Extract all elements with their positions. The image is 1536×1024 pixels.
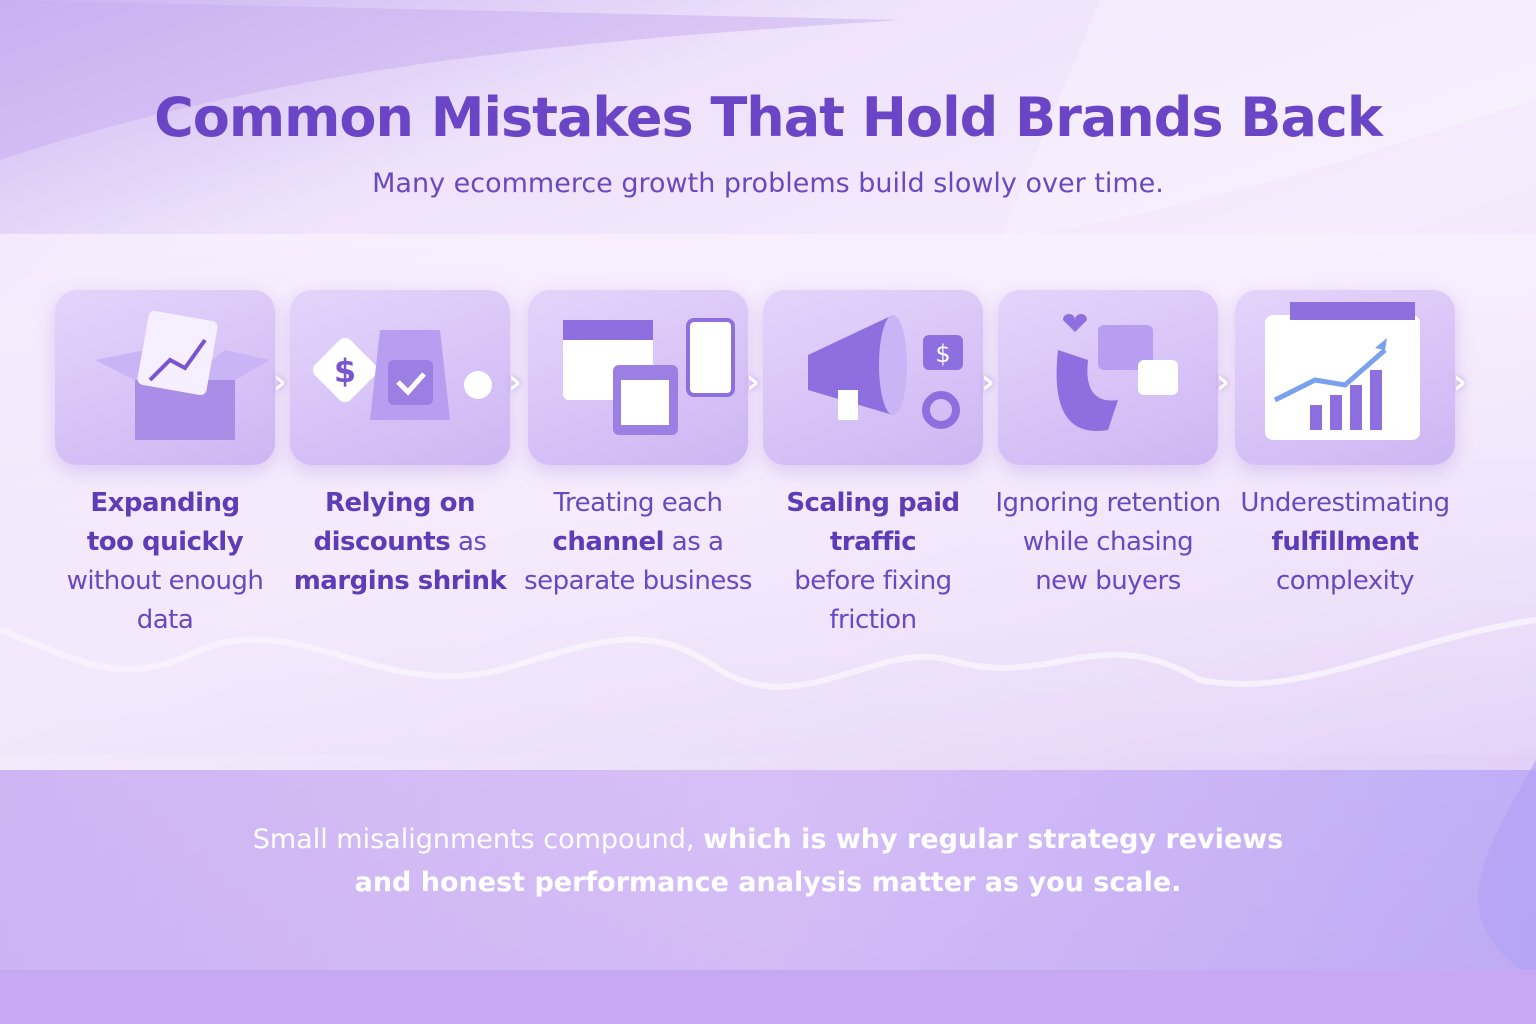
step-label: Relying on discounts as margins shrink xyxy=(275,484,525,601)
step-label-line: Ignoring retention xyxy=(983,484,1233,523)
step-label-line: friction xyxy=(748,601,998,640)
step-label-line: separate business xyxy=(513,562,763,601)
chevron-right-icon: › xyxy=(508,362,523,402)
label-segment: Scaling paid xyxy=(786,488,960,518)
step-label-line: while chasing xyxy=(983,523,1233,562)
label-segment: Treating each xyxy=(553,488,723,518)
step-label-line: too quickly xyxy=(40,523,290,562)
label-segment: traffic xyxy=(829,527,917,557)
discount-tag-shirt-icon: $ xyxy=(312,330,492,420)
open-box-icon xyxy=(95,310,270,440)
step-label: Ignoring retention while chasing new buyer… xyxy=(983,484,1233,601)
bottom-strip xyxy=(0,970,1536,1024)
step-card xyxy=(528,290,748,465)
step-label-line: fulfillment xyxy=(1220,523,1470,562)
chevron-right-icon: › xyxy=(1453,362,1468,402)
page-title: Common Mistakes That Hold Brands Back xyxy=(154,86,1383,149)
label-segment: Ignoring retention xyxy=(995,488,1221,518)
multichannel-store-icon xyxy=(563,318,735,435)
label-segment: separate business xyxy=(524,566,752,596)
label-segment: discounts xyxy=(313,527,451,557)
label-segment: channel xyxy=(552,527,665,557)
label-segment: margins shrink xyxy=(293,566,507,596)
svg-text:$: $ xyxy=(334,352,356,390)
step-card xyxy=(1235,290,1455,465)
label-segment: as a xyxy=(664,527,724,557)
step-label-line: Treating each xyxy=(513,484,763,523)
footer-text-line2: and honest performance analysis matter a… xyxy=(354,867,1182,898)
step-label-line: new buyers xyxy=(983,562,1233,601)
label-segment: friction xyxy=(829,605,917,635)
step-label-line: channel as a xyxy=(513,523,763,562)
chevron-right-icon: › xyxy=(981,362,996,402)
step-label-line: without enough xyxy=(40,562,290,601)
svg-text:$: $ xyxy=(935,340,950,368)
footer-text-part2: which is why regular strategy reviews xyxy=(703,824,1284,855)
step-label: Treating each channel as a separate busine… xyxy=(513,484,763,601)
label-segment: as xyxy=(450,527,487,557)
label-segment: fulfillment xyxy=(1271,527,1419,557)
label-segment: complexity xyxy=(1276,566,1415,596)
step-label-line: Expanding xyxy=(40,484,290,523)
step-label: Expanding too quickly without enough data xyxy=(40,484,290,640)
label-segment: while chasing xyxy=(1022,527,1194,557)
step-label: Scaling paid traffic before fixing friction xyxy=(748,484,998,640)
step-label-line: before fixing xyxy=(748,562,998,601)
chevron-right-icon: › xyxy=(273,362,288,402)
megaphone-icon: $ xyxy=(808,315,963,429)
label-segment: new buyers xyxy=(1035,566,1181,596)
step-label-line: discounts as xyxy=(275,523,525,562)
step-label-line: Relying on xyxy=(275,484,525,523)
label-segment: Underestimating xyxy=(1240,488,1450,518)
step-label-line: data xyxy=(40,601,290,640)
chevron-right-icon: › xyxy=(746,362,761,402)
footer-text-part1: Small misalignments compound, xyxy=(252,824,704,855)
footer-text: Small misalignments compound, which is w… xyxy=(0,818,1536,904)
label-segment: before fixing xyxy=(794,566,952,596)
label-segment: data xyxy=(136,605,194,635)
growth-dashboard-icon xyxy=(1265,302,1420,440)
page-subtitle: Many ecommerce growth problems build slo… xyxy=(372,168,1164,199)
step-label-line: traffic xyxy=(748,523,998,562)
label-segment: Expanding xyxy=(90,488,240,518)
chevron-right-icon: › xyxy=(1216,362,1231,402)
step-label-line: complexity xyxy=(1220,562,1470,601)
label-segment: Relying on xyxy=(325,488,475,518)
footer-band xyxy=(0,770,1536,970)
step-label-line: margins shrink xyxy=(275,562,525,601)
step-label: Underestimating fulfillment complexity xyxy=(1220,484,1470,601)
step-label-line: Scaling paid xyxy=(748,484,998,523)
step-card xyxy=(998,290,1218,465)
label-segment: too quickly xyxy=(86,527,244,557)
label-segment: without enough xyxy=(66,566,264,596)
step-card: $ xyxy=(763,290,983,465)
magnet-retention-icon xyxy=(1056,314,1178,431)
step-card xyxy=(55,290,275,465)
step-card: $ xyxy=(290,290,510,465)
step-label-line: Underestimating xyxy=(1220,484,1470,523)
